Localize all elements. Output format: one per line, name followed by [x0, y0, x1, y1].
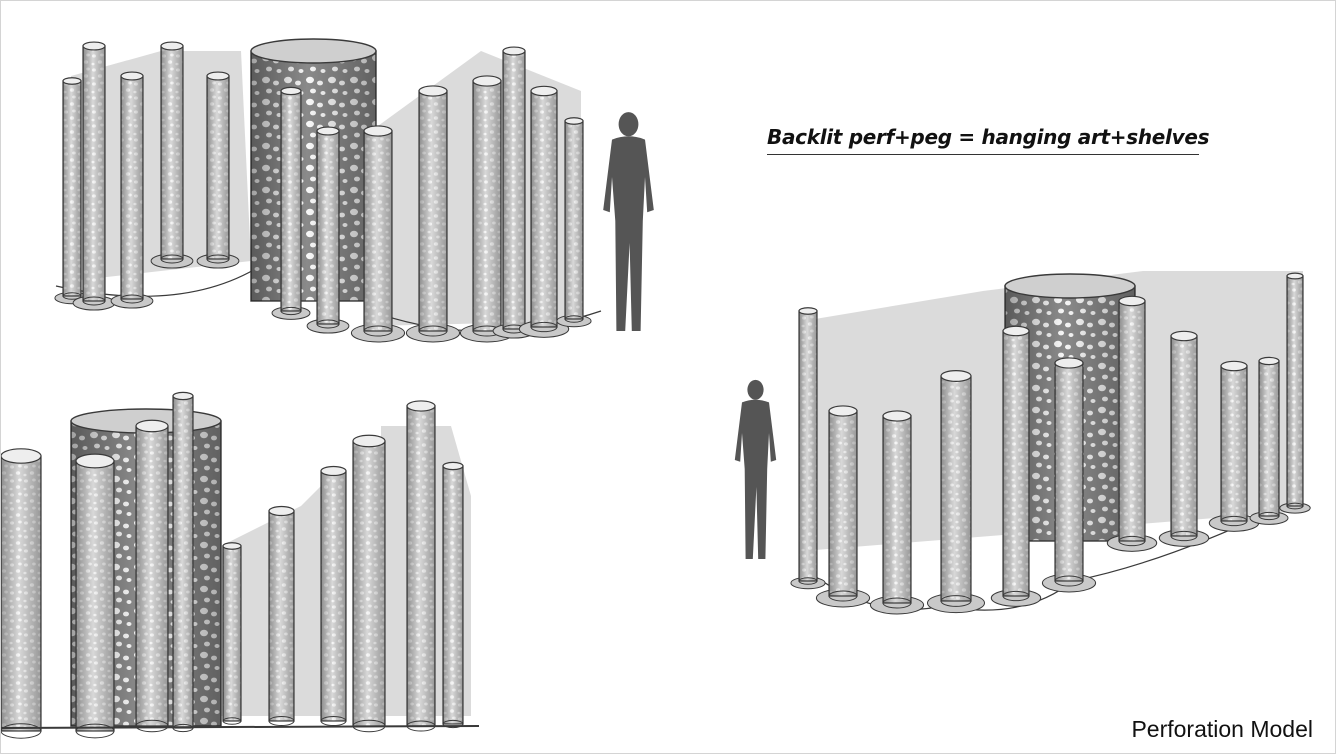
perforated-column: [556, 117, 592, 328]
perforated-column: [222, 542, 242, 725]
perforated-column: [927, 369, 985, 614]
perforated-column: [1, 448, 42, 739]
perforated-column: [306, 126, 350, 334]
right-column-sketch: [734, 271, 1311, 615]
slide-title: Perforation Model: [1131, 716, 1313, 742]
perforated-drum: [250, 38, 377, 302]
perforated-column: [150, 41, 194, 269]
perforated-column: [350, 125, 406, 343]
perforated-column: [442, 461, 464, 729]
perforated-column: [990, 325, 1042, 607]
person-silhouette-icon: [603, 112, 654, 331]
perforated-column: [406, 400, 436, 732]
annotation-heading: Backlit perf+peg = hanging art+shelves: [767, 125, 1210, 149]
perforated-column: [518, 85, 570, 338]
perforated-column: [75, 453, 115, 739]
perforated-column: [405, 85, 461, 343]
perforated-column: [1249, 356, 1289, 525]
person-silhouette-icon: [734, 379, 777, 559]
perforated-column: [1208, 360, 1260, 532]
perforated-column: [1158, 330, 1210, 547]
perforated-column: [320, 465, 347, 726]
perforated-column: [869, 410, 925, 615]
perforated-column: [271, 86, 311, 320]
perforated-column: [72, 41, 116, 311]
perforated-column: [352, 434, 386, 733]
perforated-column: [54, 77, 90, 305]
annotation-underline: [767, 154, 1199, 155]
perforated-column: [196, 71, 240, 269]
perforated-column: [1279, 272, 1311, 514]
perforated-column: [1041, 357, 1097, 593]
perforated-column: [1106, 295, 1158, 552]
bottom-left-column-sketch: [1, 391, 480, 739]
perforated-column: [268, 505, 295, 726]
perforated-column: [110, 71, 154, 309]
perforated-column: [815, 405, 871, 608]
perforated-column: [135, 419, 169, 733]
perforated-column: [172, 391, 194, 733]
top-left-column-sketch: [54, 38, 654, 343]
perforated-column: [790, 307, 826, 590]
